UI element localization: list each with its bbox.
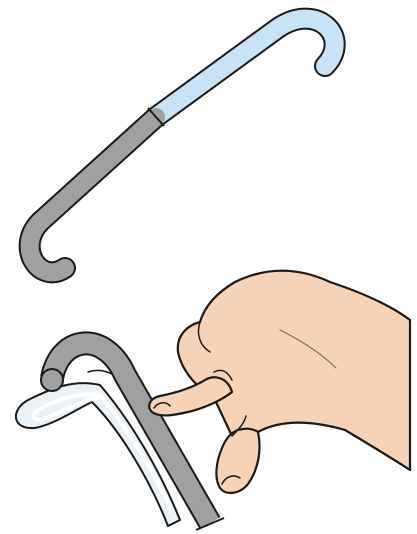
hooked-rod-outline: [30, 19, 335, 273]
bent-rod-tip: [42, 370, 62, 390]
hand-back: [178, 271, 410, 470]
bending-scene: [16, 271, 410, 530]
hooked-rod-blue-segment: [156, 19, 335, 117]
hooked-rod-grey-segment: [30, 117, 156, 272]
hand: [149, 271, 410, 493]
hooked-rod: [30, 19, 335, 273]
